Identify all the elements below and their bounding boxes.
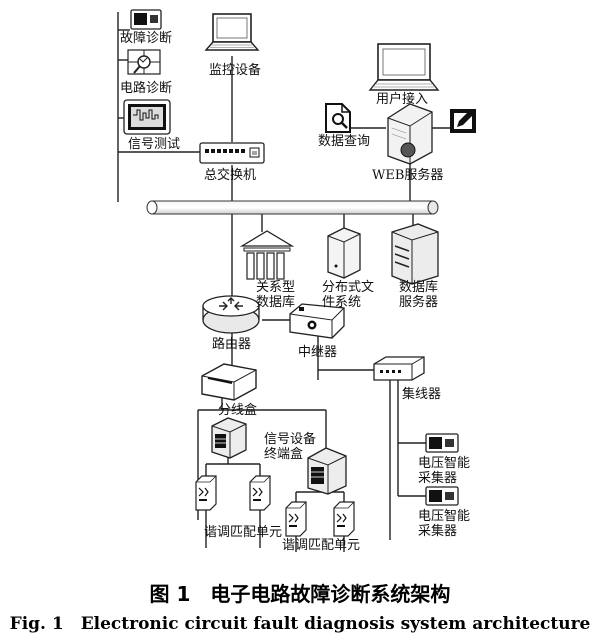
label-voltage-collector-1: 电压智能 采集器 — [418, 456, 471, 486]
edit-icon — [450, 109, 476, 133]
connection-lines — [117, 12, 456, 552]
distributed-fs-server-icon — [327, 227, 361, 279]
label-relational-database: 关系型 数据库 — [256, 280, 296, 310]
signal-terminal-box-icon — [307, 447, 347, 495]
user-access-laptop-icon — [368, 43, 440, 91]
relational-database-icon — [239, 230, 295, 280]
label-distributed-file-system: 分布式文 件系统 — [322, 280, 375, 310]
label-user-access: 用户接入 — [376, 92, 429, 107]
label-tuning-unit-right: 谐调匹配单元 — [282, 538, 361, 553]
database-server-icon — [391, 223, 439, 285]
tuning-unit-c — [285, 501, 307, 537]
intermediate-cabinet-icon — [211, 417, 247, 459]
label-signal-terminal-box: 信号设备 终端盒 — [264, 432, 317, 462]
tuning-unit-b — [249, 475, 271, 511]
voltage-collector-icon-2 — [425, 486, 459, 506]
label-tuning-unit-left: 谐调匹配单元 — [204, 525, 283, 540]
tuning-unit-icons — [195, 475, 355, 537]
main-switch-icon — [199, 142, 265, 164]
label-web-server: WEB服务器 — [372, 168, 444, 183]
label-main-switch: 总交换机 — [204, 168, 257, 183]
data-query-icon — [325, 103, 351, 133]
hub-icon — [373, 356, 425, 381]
network-bus-icon — [146, 200, 439, 215]
label-fault-diagnosis: 故障诊断 — [120, 31, 173, 46]
circuit-diagnosis-icon — [127, 49, 161, 75]
label-router: 路由器 — [212, 337, 252, 352]
label-voltage-collector-2: 电压智能 采集器 — [418, 509, 471, 539]
signal-test-device-icon — [123, 99, 171, 135]
label-junction-box: 分线盒 — [218, 403, 258, 418]
figure-caption-chinese: 图 1 电子电路故障诊断系统架构 — [149, 582, 451, 606]
monitor-laptop-icon — [204, 13, 260, 51]
label-monitor-device: 监控设备 — [209, 63, 262, 78]
repeater-icon — [289, 303, 345, 339]
web-server-icon — [387, 103, 433, 165]
label-data-query: 数据查询 — [318, 134, 371, 149]
router-icon — [202, 295, 260, 334]
voltage-collector-icon-1 — [425, 433, 459, 453]
label-hub: 集线器 — [402, 387, 442, 402]
figure-caption-english: Fig. 1 Electronic circuit fault diagnosi… — [9, 614, 591, 634]
label-repeater: 中继器 — [298, 345, 338, 360]
label-signal-test: 信号测试 — [128, 137, 181, 152]
tuning-unit-a — [195, 475, 217, 511]
fault-diagnosis-device-icon — [130, 9, 162, 30]
label-database-server: 数据库 服务器 — [399, 280, 439, 310]
label-circuit-diagnosis: 电路诊断 — [120, 81, 173, 96]
tuning-unit-d — [333, 501, 355, 537]
junction-box-icon — [201, 363, 257, 401]
